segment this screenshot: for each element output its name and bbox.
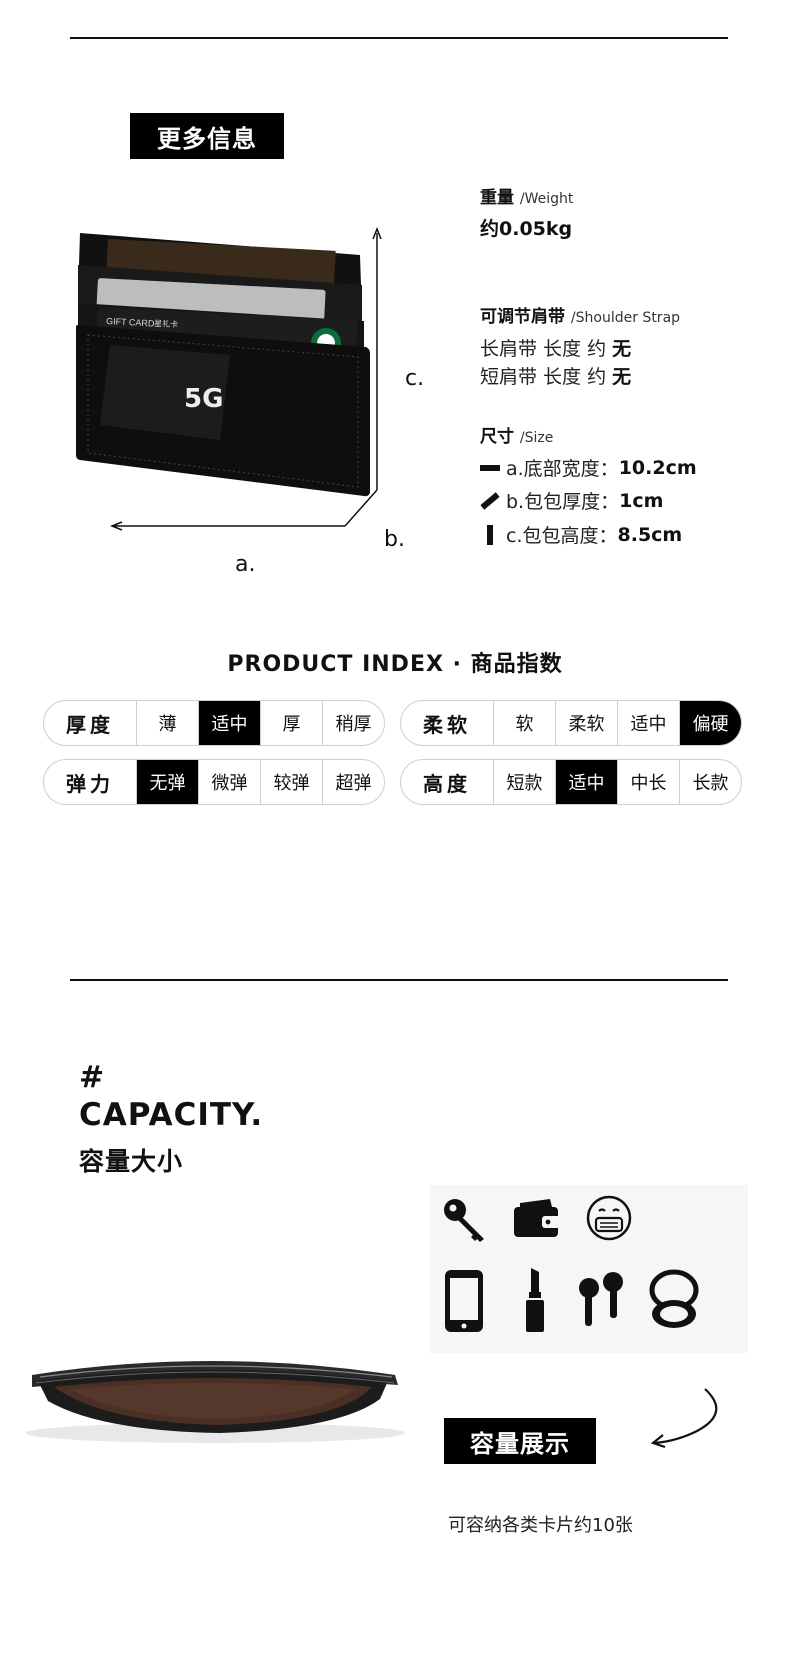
capacity-title-zh: 容量大小 — [79, 1147, 184, 1176]
size-b-row: b.包包厚度：1cm — [480, 487, 663, 514]
index-option: 较弹 — [261, 760, 323, 804]
index-row-elasticity: 弹力 无弹 微弹 较弹 超弹 — [43, 759, 385, 805]
weight-value: 约0.05kg — [480, 218, 573, 240]
open-wallet-image — [25, 1361, 405, 1443]
index-option-selected: 适中 — [556, 760, 618, 804]
index-option: 适中 — [618, 701, 680, 745]
brand-logo: 5G — [184, 384, 223, 414]
index-option: 短款 — [494, 760, 556, 804]
index-label: 弹力 — [44, 760, 137, 804]
capacity-note: 可容纳各类卡片约10张 — [448, 1515, 633, 1536]
key-icon — [444, 1199, 484, 1242]
size-c-row: c.包包高度：8.5cm — [480, 521, 682, 548]
index-option: 柔软 — [556, 701, 618, 745]
dim-label-b: b. — [384, 527, 405, 552]
size-a-row: a.底部宽度：10.2cm — [480, 454, 697, 481]
dim-label-c: c. — [405, 366, 425, 391]
capacity-title-en: CAPACITY. — [79, 1097, 264, 1133]
index-option: 稍厚 — [335, 714, 372, 735]
index-option-selected: 适中 — [199, 701, 261, 745]
index-option: 微弹 — [199, 760, 261, 804]
mask-icon — [586, 1195, 632, 1241]
compact-mirror-icon — [649, 1269, 699, 1328]
index-option: 薄 — [137, 701, 199, 745]
weight-heading: 重量 /Weight — [480, 188, 574, 208]
index-label: 柔软 — [401, 701, 494, 745]
index-option-selected: 无弹 — [137, 760, 199, 804]
index-label: 高度 — [401, 760, 494, 804]
short-strap-value: 短肩带 长度 约 无 — [480, 366, 632, 388]
dim-line-b — [344, 489, 378, 527]
index-row-softness: 柔软 软 柔软 适中 偏硬 — [400, 700, 742, 746]
long-strap-value: 长肩带 长度 约 无 — [480, 338, 632, 360]
gift-card-text-zh: 星礼卡 — [154, 318, 178, 329]
earbuds-icon — [579, 1272, 623, 1326]
top-divider — [70, 37, 728, 39]
capacity-hash: # — [79, 1060, 105, 1095]
thickness-bar-icon — [480, 491, 500, 510]
curved-arrow-icon — [650, 1388, 718, 1449]
height-bar-icon — [487, 524, 493, 545]
index-option: 超弹 — [335, 773, 372, 794]
more-info-badge: 更多信息 — [130, 113, 284, 159]
width-bar-icon — [480, 464, 500, 471]
index-label: 厚度 — [44, 701, 137, 745]
index-option-selected: 偏硬 — [680, 701, 741, 745]
product-index-title: PRODUCT INDEX · 商品指数 — [227, 652, 563, 677]
product-image: GIFT CARD 星礼卡 5G — [76, 226, 382, 531]
lipstick-icon — [526, 1268, 544, 1332]
index-option: 厚 — [261, 701, 323, 745]
index-option: 软 — [494, 701, 556, 745]
size-heading: 尺寸 /Size — [480, 427, 554, 447]
phone-icon — [445, 1270, 483, 1332]
index-row-thickness: 厚度 薄 适中 厚 稍厚 — [43, 700, 385, 746]
gift-card-text: GIFT CARD — [106, 316, 155, 329]
strap-heading: 可调节肩带 /Shoulder Strap — [480, 307, 681, 327]
wallet-icon — [514, 1199, 560, 1237]
dim-label-a: a. — [235, 552, 256, 577]
index-option: 长款 — [692, 773, 729, 794]
index-row-height: 高度 短款 适中 中长 长款 — [400, 759, 742, 805]
capacity-badge: 容量展示 — [444, 1418, 596, 1464]
middle-divider — [70, 979, 728, 981]
index-option: 中长 — [618, 760, 680, 804]
